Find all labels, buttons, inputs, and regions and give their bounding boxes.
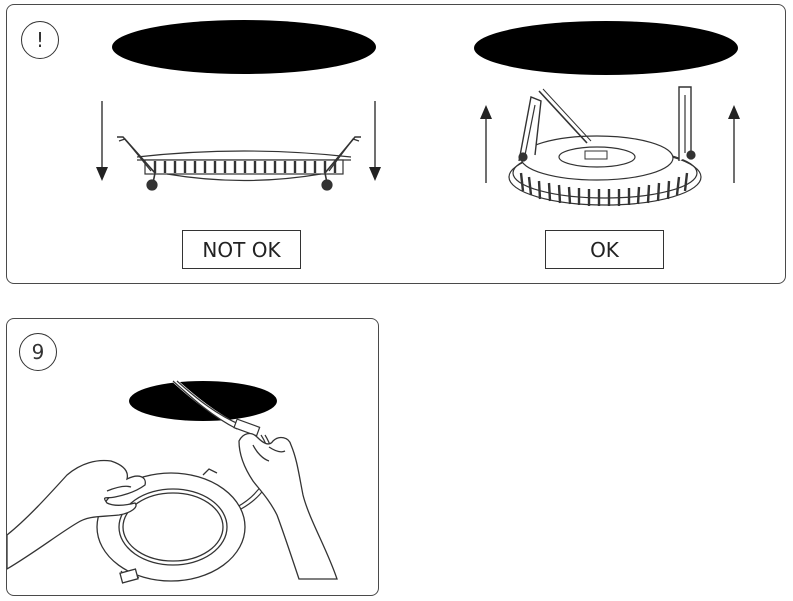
right-hand [238, 432, 338, 580]
ceiling-hole [129, 381, 277, 421]
installation-diagram [96, 20, 740, 206]
step-number-text: 9 [31, 340, 45, 364]
ceiling-hole-left [112, 20, 376, 74]
step-number-badge: 9 [19, 333, 57, 371]
warning-badge-text: ! [35, 28, 45, 52]
connection-diagram [7, 379, 338, 584]
not-ok-label: NOT OK [182, 230, 301, 269]
left-hand [7, 459, 146, 570]
warning-panel: ! [6, 4, 786, 284]
downlight-perspective-ok [508, 86, 702, 206]
up-arrow-icon [728, 105, 740, 183]
ceiling-hole-right [474, 21, 738, 75]
step-panel: 9 [6, 318, 379, 596]
warning-badge-icon: ! [21, 21, 59, 59]
down-arrow-icon [369, 101, 381, 181]
up-arrow-icon [480, 105, 492, 183]
ok-label: OK [545, 230, 664, 269]
down-arrow-icon [96, 101, 108, 181]
downlight-front-view [96, 468, 246, 584]
downlight-side-view-not-ok [117, 136, 361, 191]
